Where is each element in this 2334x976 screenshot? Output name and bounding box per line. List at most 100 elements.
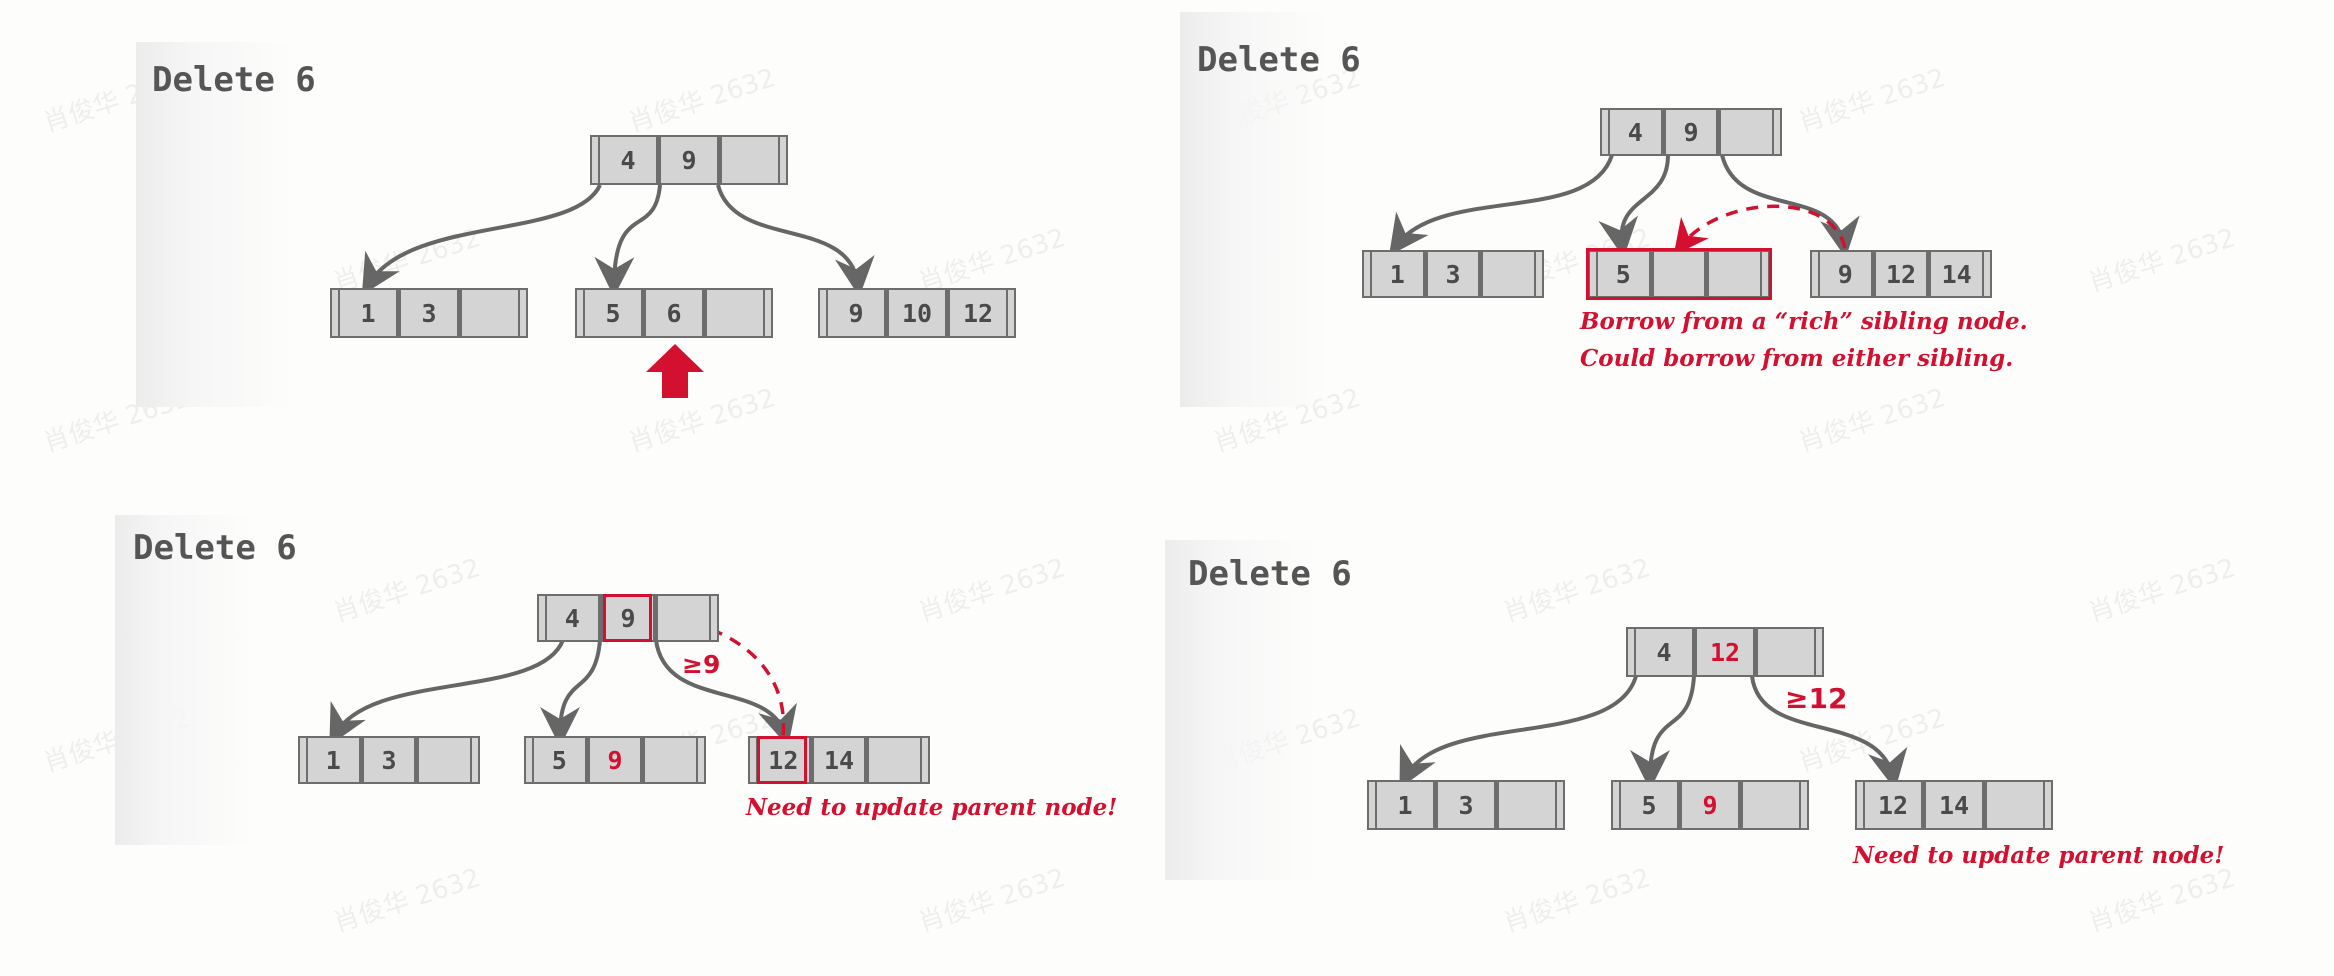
borrow-note-2: Could borrow from either sibling. [1580,345,2014,372]
key: 4 [598,135,658,185]
key: 1 [1375,780,1435,830]
p4-range-label: ≥12 [1785,682,1848,715]
key [704,288,765,338]
key [416,736,473,784]
p1-left-leaf: 1 3 [330,288,528,338]
key: 14 [1928,250,1985,298]
key [459,288,520,338]
key [866,736,923,784]
up-arrow-icon [646,344,704,398]
key: 1 [306,736,361,784]
watermark: 肖俊华 2632 [1499,863,1655,939]
watermark: 肖俊华 2632 [329,553,485,629]
panel-3-title: Delete 6 [133,528,297,568]
key: 12 [1863,780,1923,830]
edge-p4-middle [1630,675,1696,790]
edge-p1-right [716,184,875,297]
p3-root-key-highlight [603,594,652,642]
borrow-arrow [1673,204,1847,256]
key: 3 [398,288,459,338]
key: 6 [643,288,704,338]
key: 3 [360,736,417,784]
key: 9 [658,135,719,185]
panel-4-title: Delete 6 [1188,554,1352,594]
watermark: 肖俊华 2632 [329,863,485,939]
panel-1-title: Delete 6 [152,60,316,100]
key: 1 [338,288,398,338]
panel-1-background [136,42,296,407]
key: 9 [1679,780,1740,830]
p1-right-leaf: 9 10 12 [818,288,1016,338]
panel-2-background [1180,12,1330,407]
watermark: 肖俊华 2632 [1499,553,1655,629]
panel-3-background [115,515,255,845]
key: 3 [1424,250,1481,298]
p2-middle-leaf: 5 [1588,250,1771,298]
edge-p3-middle [540,639,602,747]
p4-root-node: 4 12 [1626,627,1824,677]
p3-middle-leaf: 5 9 [524,736,707,784]
key: 5 [583,288,643,338]
p2-middle-leaf-highlight [1586,248,1772,300]
edge-p4-left [1399,675,1638,789]
p4-update-note: Need to update parent node! [1853,842,2225,869]
watermark: 肖俊华 2632 [2084,223,2240,299]
key: 9 [1818,250,1873,298]
key [1718,108,1775,156]
key [719,135,780,185]
watermark: 肖俊华 2632 [1794,63,1950,139]
borrow-note-1: Borrow from a “rich” sibling node. [1580,308,2028,335]
key: 10 [886,288,947,338]
p2-root-node: 4 9 [1600,108,1783,156]
key: 4 [1634,627,1694,677]
key [642,736,699,784]
p3-range-label: ≥9 [682,650,721,679]
edge-p3-left [329,639,565,746]
key: 12 [1872,250,1929,298]
key [1984,780,2045,830]
key: 14 [810,736,867,784]
key: 9 [586,736,643,784]
watermark: 肖俊华 2632 [914,863,1070,939]
key [655,594,712,642]
p3-root-node: 4 9 [537,594,720,642]
watermark: 肖俊华 2632 [914,553,1070,629]
edge-p1-middle [594,184,662,297]
key: 4 [1608,108,1663,156]
p4-left-leaf: 1 3 [1367,780,1565,830]
key: 12 [756,736,811,784]
p4-right-leaf: 12 14 [1855,780,2053,830]
key: 3 [1435,780,1496,830]
panel-2-title: Delete 6 [1197,40,1361,80]
key: 5 [1619,780,1679,830]
key: 12 [947,288,1008,338]
p2-right-leaf: 9 12 14 [1810,250,1993,298]
edge-p2-right [1720,154,1860,258]
key: 14 [1923,780,1984,830]
p1-root-node: 4 9 [590,135,788,185]
p4-middle-leaf: 5 9 [1611,780,1809,830]
watermark: 肖俊华 2632 [1794,383,1950,459]
edge-p2-left [1388,154,1614,256]
p3-update-note: Need to update parent node! [746,794,1118,821]
panel-4-background [1165,540,1315,880]
key: 5 [532,736,587,784]
p3-right-key-highlight [757,736,807,784]
key: 5 [1596,250,1651,298]
key [1740,780,1801,830]
key [1650,250,1707,298]
key [1496,780,1557,830]
watermark: 肖俊华 2632 [2084,553,2240,629]
watermark: 肖俊华 2632 [624,63,780,139]
key: 4 [545,594,600,642]
key: 12 [1694,627,1755,677]
p2-left-leaf: 1 3 [1362,250,1545,298]
key: 9 [1662,108,1719,156]
p3-left-leaf: 1 3 [298,736,481,784]
key: 1 [1370,250,1425,298]
p1-middle-leaf: 5 6 [575,288,773,338]
key: 9 [826,288,886,338]
p3-right-leaf: 12 14 [748,736,931,784]
key [1755,627,1816,677]
key [1480,250,1537,298]
